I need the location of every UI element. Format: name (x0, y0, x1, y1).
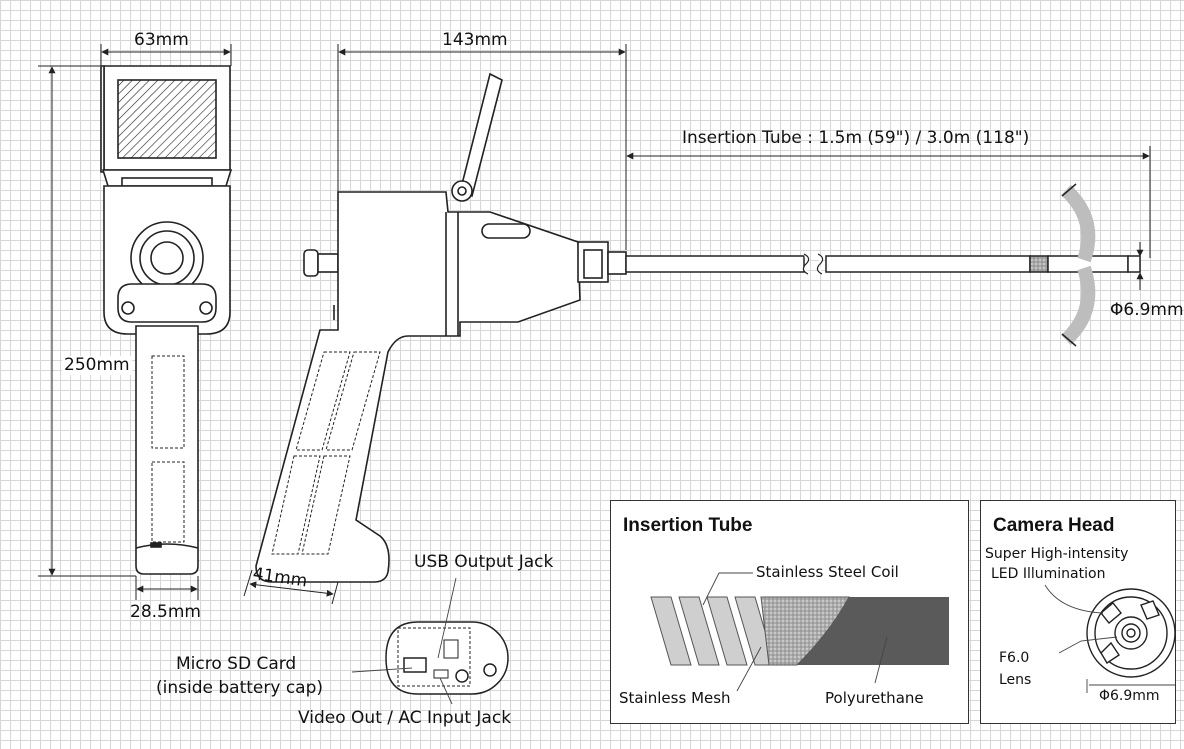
camera-head-panel-title: Camera Head (993, 515, 1115, 536)
polyurethane-label: Polyurethane (825, 689, 924, 707)
side-dimension-lines (243, 44, 1151, 605)
stainless-steel-coil-label: Stainless Steel Coil (756, 563, 899, 581)
stainless-mesh-label: Stainless Mesh (619, 689, 731, 707)
battery-cap-detail (385, 621, 509, 695)
side-length-label: 143mm (442, 30, 508, 50)
led-illumination-label-line1: Super High-intensity (985, 546, 1129, 562)
micro-sd-card-label: Micro SD Card (176, 654, 297, 674)
lens-f-number-label: F6.0 (999, 650, 1030, 666)
insertion-tube-length-label: Insertion Tube : 1.5m (59") / 3.0m (118"… (682, 128, 1030, 148)
lens-label: Lens (999, 672, 1032, 688)
usb-output-jack-label: USB Output Jack (414, 552, 554, 572)
front-view (100, 65, 233, 575)
video-out-ac-input-label: Video Out / AC Input Jack (298, 708, 512, 728)
insertion-tube (625, 183, 1141, 347)
grip-width-label: 28.5mm (130, 602, 201, 622)
camera-diameter-label: Φ6.9mm (1099, 688, 1160, 704)
insertion-tube-panel: Insertion Tube Stainless Steel Coil Stai… (610, 500, 969, 724)
front-width-label: 63mm (134, 30, 189, 50)
insertion-tube-cross-section (650, 572, 949, 692)
camera-head-face (1044, 584, 1176, 693)
height-label: 250mm (62, 355, 132, 375)
front-dimension-lines (38, 44, 232, 600)
tip-diameter-label: Φ6.9mm (1110, 300, 1184, 320)
callout-leaders (351, 577, 457, 705)
micro-sd-card-note: (inside battery cap) (156, 678, 324, 698)
camera-head-panel: Camera Head Super High-intensity LED Ill… (980, 500, 1176, 724)
side-view (255, 72, 627, 583)
led-illumination-label-line2: LED Illumination (991, 566, 1106, 582)
insertion-tube-panel-title: Insertion Tube (623, 515, 753, 536)
